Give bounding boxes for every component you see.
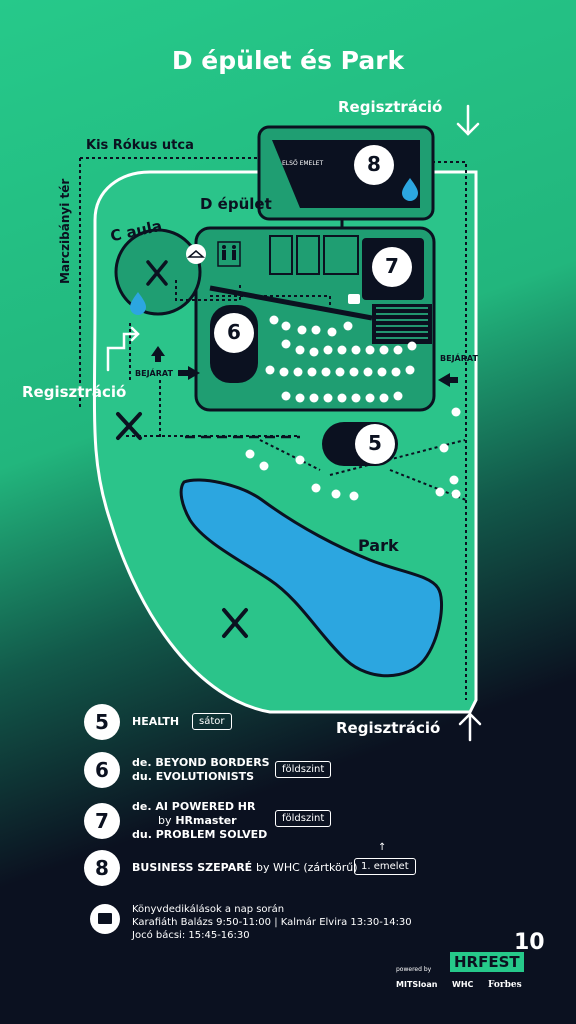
book-icon <box>348 294 360 304</box>
book-signing-title: Könyvdedikálások a nap során <box>132 904 285 915</box>
first-floor-label: ELSŐ EMELET <box>282 160 324 167</box>
tag-ground-floor-6: földszint <box>275 761 332 778</box>
marker-6: 6 <box>227 320 241 344</box>
water-icon-aula <box>130 292 146 315</box>
legend-number: 6 <box>84 752 120 788</box>
marker-7: 7 <box>385 254 399 278</box>
legend-line: EVOLUTIONISTS <box>155 770 255 783</box>
walkway-right <box>426 161 467 700</box>
stairs <box>372 304 432 344</box>
edition-number: 10 <box>514 930 545 955</box>
legend-item-6: 6 de. BEYOND BORDERS du. EVOLUTIONISTS <box>84 752 270 788</box>
corridor-line <box>209 285 373 321</box>
powered-by: powered by <box>396 966 432 973</box>
seating-dots <box>245 315 461 501</box>
entrance-arrow-up <box>151 346 165 362</box>
street-marczibanyi: Marczibányi tér <box>58 178 72 284</box>
hrfest-logo: HRFEST <box>450 952 524 972</box>
room-a <box>269 235 293 275</box>
registration-label-bottom: Regisztráció <box>336 719 441 737</box>
tag-ground-floor-7: földszint <box>275 810 332 827</box>
room-c <box>323 235 359 275</box>
aula-path <box>175 280 241 301</box>
legend-number: 8 <box>84 850 120 886</box>
legend-line: PROBLEM SOLVED <box>155 828 268 841</box>
page-title: D épület és Park <box>171 46 405 75</box>
marker-5-circle <box>355 424 395 464</box>
legend-prefix: du. <box>132 770 152 783</box>
legend-text: de. AI POWERED HR by HRmaster du. PROBLE… <box>132 800 267 842</box>
entrance-arrow-left <box>178 366 200 380</box>
legend-line: HRmaster <box>175 814 237 827</box>
marker-8-circle <box>354 145 394 185</box>
legend-item-7: 7 de. AI POWERED HR by HRmaster du. PROB… <box>84 800 267 842</box>
marker-6-circle <box>214 313 254 353</box>
fork-knife-icon-aula <box>146 260 168 286</box>
tag-first-floor: 1. emelet <box>354 858 416 875</box>
entrance-arrow-right <box>438 373 458 387</box>
room-b <box>296 235 320 275</box>
registration-label-top: Regisztráció <box>338 98 443 116</box>
book-signing-line2: Jocó bácsi: 15:45-16:30 <box>132 930 250 941</box>
legend-text: BUSINESS SZEPARÉ by WHC (zártkörű) <box>132 861 358 875</box>
legend-by: by WHC (zártkörű) <box>256 861 358 874</box>
fork-knife-icon-park <box>222 608 248 638</box>
entrance-label-right: BEJÁRAT <box>440 354 478 363</box>
marker-7-circle <box>372 247 412 287</box>
legend-text: de. BEYOND BORDERS du. EVOLUTIONISTS <box>132 756 270 784</box>
legend-prefix: du. <box>132 828 152 841</box>
marker-8: 8 <box>367 152 381 176</box>
partner-whc: WHC <box>452 980 474 989</box>
toilet-icon <box>217 241 241 267</box>
walkway-inner <box>126 320 467 501</box>
tag-tent: sátor <box>192 713 232 730</box>
water-icon <box>402 178 418 201</box>
park-label: Park <box>358 536 399 555</box>
legend-line: BEYOND BORDERS <box>155 756 270 769</box>
arrow-up-icon <box>458 712 482 742</box>
legend-line: AI POWERED HR <box>155 800 256 813</box>
legend-item-8: 8 BUSINESS SZEPARÉ by WHC (zártkörű) <box>84 850 358 886</box>
arrow-up-small-icon: ↑ <box>378 842 387 853</box>
corridor-dots <box>210 295 331 306</box>
legend-item-5: 5 HEALTH <box>84 704 179 740</box>
hanger-icon <box>186 244 206 264</box>
registration-label-left: Regisztráció <box>22 383 127 401</box>
legend-line: BUSINESS SZEPARÉ <box>132 861 253 874</box>
legend-prefix: de. <box>132 756 152 769</box>
marker-5: 5 <box>368 431 382 455</box>
legend-text: HEALTH <box>132 715 179 729</box>
legend-number: 7 <box>84 803 120 839</box>
entrance-label-left: BEJÁRAT <box>135 369 173 378</box>
fork-knife-icon-left <box>116 412 142 440</box>
lake <box>179 478 443 678</box>
walkway-outer <box>79 157 258 410</box>
partner-forbes: Forbes <box>488 980 522 990</box>
legend-by: by <box>158 814 172 827</box>
arrow-path-icon <box>106 326 140 372</box>
book-signing-line1: Karafiáth Balázs 9:50-11:00 | Kalmár Elv… <box>132 917 412 928</box>
legend-line: HEALTH <box>132 715 180 728</box>
building-d-label: D épület <box>200 195 272 213</box>
arrow-down-icon <box>456 104 480 136</box>
book-signing-icon <box>90 904 120 934</box>
book-signing-note: Könyvdedikálások a nap során Karafiáth B… <box>132 903 412 942</box>
street-kis-rokus: Kis Rókus utca <box>86 138 194 153</box>
legend-number: 5 <box>84 704 120 740</box>
partner-mitsloan: MITSloan <box>396 980 438 989</box>
legend-prefix: de. <box>132 800 152 813</box>
